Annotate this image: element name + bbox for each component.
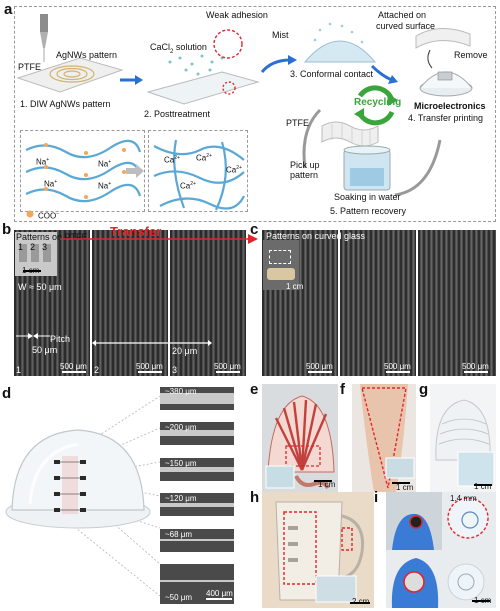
sem-image-c3 <box>418 230 496 376</box>
dome-photo <box>5 395 161 597</box>
scale-label-f: 1 cm <box>396 483 414 492</box>
ptfe-label-2: PTFE <box>286 118 310 128</box>
step3-label: 3. Conformal contact <box>290 69 374 79</box>
line-strip-380 <box>160 387 234 410</box>
scale-label-c2: 500 μm <box>384 362 411 371</box>
scale-label-b3: 500 μm <box>214 362 241 371</box>
scale-label-b1: 500 μm <box>60 362 87 371</box>
panel-label-c: c <box>250 221 259 238</box>
line-strip-150 <box>160 458 234 481</box>
na-ion-label: Na+ <box>98 181 112 191</box>
alginate-chain-box <box>20 130 145 212</box>
panel-label-b: b <box>2 221 12 238</box>
panel-label-h: h <box>250 489 260 506</box>
curved-glass-inset-photo <box>263 240 299 290</box>
width-label-68: ~68 μm <box>165 530 193 539</box>
step4-label: 4. Transfer printing <box>408 113 484 123</box>
width-label: W ≈ 50 μm <box>18 282 62 292</box>
soaking-label: Soaking in water <box>334 192 401 202</box>
panel-label-d: d <box>2 385 12 402</box>
step2-label: 2. Posttreatment <box>144 109 211 119</box>
ptfe-label: PTFE <box>18 62 42 72</box>
sem-image-b2 <box>92 230 168 376</box>
panel-label-g: g <box>419 381 429 398</box>
weak-adhesion-label: Weak adhesion <box>206 10 268 20</box>
width-label-200: ~200 μm <box>165 423 197 432</box>
agnws-pattern-label: AgNWs pattern <box>56 50 118 60</box>
sem-image-b3 <box>170 230 246 376</box>
attached-label: Attached on <box>378 10 427 20</box>
ca-ion-label: Ca2+ <box>180 181 196 191</box>
photo-i-contact-lens <box>386 492 496 608</box>
panel-label-a: a <box>4 1 13 18</box>
crosslinked-chain-box <box>148 130 248 212</box>
pickup-label-2: pattern <box>290 170 319 180</box>
width-label-380: ~380 μm <box>165 387 197 396</box>
width-label-150: ~150 μm <box>165 459 197 468</box>
width-label-120: ~120 μm <box>165 494 197 503</box>
panel-a-illustration <box>16 14 473 218</box>
inset-scale-c: 1 cm <box>286 282 304 291</box>
sem-b-num-1: 1 <box>16 365 22 375</box>
pitch-value-label: 50 μm <box>32 345 58 355</box>
scale-label-d: 400 μm <box>206 589 233 598</box>
panel-label-i: i <box>374 489 379 506</box>
remove-label: Remove <box>454 50 488 60</box>
microelectronics-label: Microelectronics <box>414 101 486 111</box>
line-strip-120 <box>160 493 234 516</box>
pickup-label-1: Pick up <box>290 160 320 170</box>
width-label-50: ~50 μm <box>165 593 193 602</box>
coo-label: COO− <box>38 211 60 221</box>
patterns-on-glass-label: Patterns on curved glass <box>266 231 366 241</box>
panel-a-frame <box>14 6 496 222</box>
panel-label-e: e <box>250 381 259 398</box>
scale-label-i: 1 cm <box>474 596 492 605</box>
transfer-label: Transfer <box>110 224 162 239</box>
scale-label-e: 1 cm <box>318 480 336 489</box>
inset-num-2: 2 <box>30 242 36 252</box>
ptfe-inset-photo <box>15 232 57 276</box>
na-ion-label: Na+ <box>98 159 112 169</box>
mist-label: Mist <box>272 30 289 40</box>
inset-num-1: 1 <box>18 242 24 252</box>
sem-b-num-3: 3 <box>172 365 178 375</box>
scale-label-b2: 500 μm <box>136 362 163 371</box>
scale-label-g: 1 cm <box>474 482 492 491</box>
pitch-arrow-label: 20 μm <box>172 346 198 356</box>
photo-e-shell <box>262 384 338 492</box>
inset-num-3: 3 <box>42 242 48 252</box>
pitch-arrow-long <box>92 340 212 346</box>
photo-f-leg <box>352 384 416 492</box>
curved-surface-label: curved surface <box>376 21 436 31</box>
sem-b-num-2: 2 <box>94 365 100 375</box>
na-ion-label: Na+ <box>44 179 58 189</box>
scale-label-c3: 500 μm <box>462 362 489 371</box>
transfer-arrow <box>60 234 258 244</box>
scale-label-h: 2 cm <box>352 597 370 606</box>
size-label-i: 1.4 mm <box>450 494 477 503</box>
photo-g-glass <box>430 384 496 492</box>
recycling-label: Recycling <box>354 97 402 108</box>
na-ion-label: Na+ <box>36 157 50 167</box>
pitch-arrows <box>16 333 50 339</box>
patterns-on-ptfe-label: Patterns on PTFE <box>16 232 88 242</box>
panel-label-f: f <box>340 381 345 398</box>
step1-label: 1. DIW AgNWs pattern <box>20 99 111 109</box>
step5-label: 5. Pattern recovery <box>330 206 407 216</box>
ca-ion-label: Ca2+ <box>164 155 180 165</box>
scale-label-c1: 500 μm <box>306 362 333 371</box>
inset-scale-b: 1 cm <box>22 266 40 275</box>
cacl2-solution-label: CaCl2 solution <box>150 42 207 55</box>
ca-ion-label: Ca2+ <box>226 165 242 175</box>
pitch-label: Pitch <box>50 334 71 344</box>
line-strip-68 <box>160 529 234 552</box>
line-strip-50 <box>160 564 234 604</box>
sem-image-c2 <box>340 230 416 376</box>
line-strip-200 <box>160 422 234 445</box>
ca-ion-label: Ca2+ <box>196 153 212 163</box>
photo-h-cup <box>262 492 374 608</box>
